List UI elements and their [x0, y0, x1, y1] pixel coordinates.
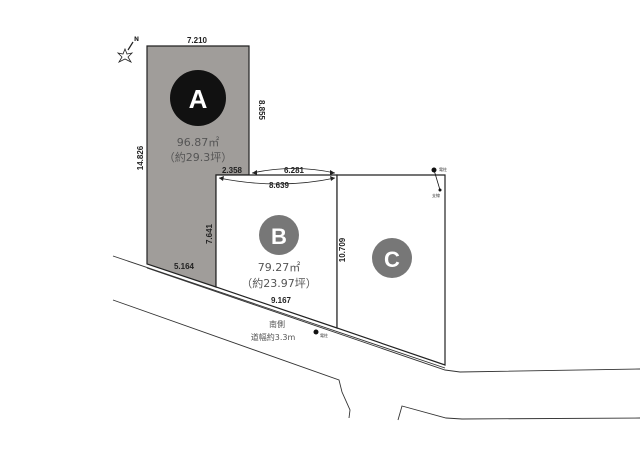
road-side-label: 南側: [269, 319, 285, 329]
dim-a-bottom: 5.164: [174, 262, 195, 271]
dim-a-right: 8.855: [257, 100, 266, 121]
guy-wire-anchor-icon: [438, 188, 442, 192]
dim-b-top-inner: 6.281: [284, 166, 305, 175]
dim-a-top: 7.210: [187, 36, 208, 45]
guy-wire: [433, 169, 441, 191]
lot-a-area: 96.87㎡: [177, 136, 220, 149]
dim-b-top-outer: 8.639: [269, 181, 290, 190]
lot-b-area: 79.27㎡: [258, 261, 301, 274]
dimension-arcs: [218, 168, 336, 185]
dim-a-left: 14.826: [136, 145, 145, 170]
utility-pole-label: 電柱: [320, 332, 328, 338]
lot-b-tsubo: （約23.97坪）: [241, 276, 317, 290]
utility-pole-icon: [313, 329, 319, 335]
lot-a-label: A: [189, 84, 208, 114]
lot-c-badge: [372, 238, 412, 278]
utility-pole-label: 電柱: [439, 166, 447, 172]
dim-b-left: 7.641: [205, 223, 214, 244]
lot-a-tsubo: （約29.3坪）: [164, 150, 233, 164]
guy-wire-label: 支線: [432, 192, 440, 198]
road-width-label: 道幅約3.3m: [251, 332, 296, 342]
dim-a-step: 2.358: [222, 166, 243, 175]
compass-icon: N: [116, 36, 139, 63]
dim-c-left: 10.709: [338, 237, 347, 262]
north-label: N: [134, 36, 139, 43]
arrow-heads: [219, 170, 335, 181]
lot-a-badge: [170, 70, 226, 126]
lot-b-label: B: [271, 224, 287, 249]
lot-c-label: C: [384, 247, 400, 272]
dim-b-bottom: 9.167: [271, 296, 292, 305]
road-lines: [112, 255, 640, 421]
lot-b-badge: [259, 215, 299, 255]
